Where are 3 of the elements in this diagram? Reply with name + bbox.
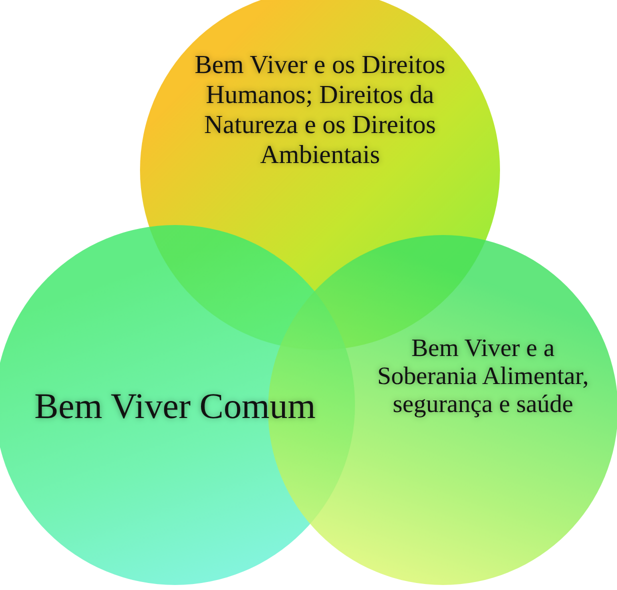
circle-label: Bem Viver e os Direitos Humanos; Direitos da Natureza e os Direitos Ambientais [194,50,446,170]
circle-label: Bem Viver e a Soberania Alimentar, segurança e saúde [376,335,590,419]
circle-label: Bem Viver Comum [33,385,317,427]
